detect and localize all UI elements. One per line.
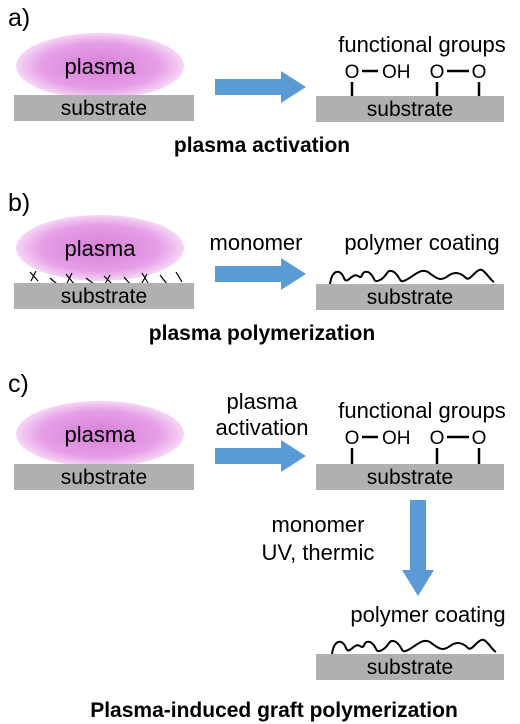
functional-groups-structure: O OH O O	[345, 62, 487, 96]
process-arrow	[215, 440, 306, 472]
plasma-ellipse	[16, 401, 184, 467]
oxygen-atom: O	[430, 62, 445, 83]
plasma-label: plasma	[65, 422, 137, 447]
plasma-label: plasma	[65, 54, 137, 79]
hydroxyl-group: OH	[382, 428, 411, 449]
panel-c: c) plasma substrate plasma activation fu…	[8, 370, 506, 722]
process-arrow	[215, 71, 306, 103]
panel-a-letter: a)	[8, 4, 30, 32]
polymer-coating-squiggle	[331, 638, 497, 655]
substrate-block	[14, 283, 194, 309]
caption-plasma-induced-graft-polymerization: Plasma-induced graft polymerization	[90, 699, 458, 722]
substrate-block	[316, 284, 504, 310]
substrate-block	[14, 464, 194, 490]
substrate-block	[316, 96, 504, 122]
functional-groups-label: functional groups	[338, 32, 506, 57]
process-arrow	[215, 258, 306, 290]
substrate-label: substrate	[61, 466, 147, 489]
functional-groups-label: functional groups	[338, 398, 506, 423]
arrow-label-activation: activation	[216, 415, 309, 440]
down-arrow	[402, 500, 434, 596]
plasma-label: plasma	[65, 236, 137, 261]
oxygen-atom: O	[345, 62, 360, 83]
functional-groups-structure: O OH O O	[345, 428, 487, 464]
arrow-label-monomer: monomer	[210, 230, 303, 255]
plasma-ellipse	[16, 33, 184, 99]
caption-plasma-activation: plasma activation	[174, 134, 350, 157]
polymer-coating-label: polymer coating	[344, 230, 499, 255]
panel-b: b) plasma substrate monomer polymer coat…	[8, 189, 504, 345]
substrate-label: substrate	[367, 286, 453, 309]
oxygen-atom: O	[472, 428, 487, 449]
substrate-label: substrate	[61, 97, 147, 120]
substrate-block	[14, 95, 194, 121]
panel-c-letter: c)	[8, 370, 29, 398]
substrate-label: substrate	[367, 466, 453, 489]
polymer-coating-squiggle	[329, 268, 495, 285]
oxygen-atom: O	[345, 428, 360, 449]
oxygen-atom: O	[472, 62, 487, 83]
down-arrow-label-conditions: UV, thermic	[262, 540, 375, 565]
substrate-label: substrate	[367, 656, 453, 679]
substrate-block	[316, 464, 504, 490]
substrate-label: substrate	[61, 285, 147, 308]
substrate-label: substrate	[367, 98, 453, 121]
polymer-coating-label: polymer coating	[350, 602, 505, 627]
caption-plasma-polymerization: plasma polymerization	[149, 322, 375, 345]
plasma-ellipse	[16, 215, 184, 281]
panel-a: a) plasma substrate functional groups O …	[8, 4, 506, 157]
panel-b-letter: b)	[8, 189, 30, 217]
down-arrow-label-monomer: monomer	[272, 512, 365, 537]
hydroxyl-group: OH	[382, 62, 411, 83]
substrate-block	[316, 654, 504, 680]
arrow-label-plasma: plasma	[227, 389, 299, 414]
oxygen-atom: O	[430, 428, 445, 449]
